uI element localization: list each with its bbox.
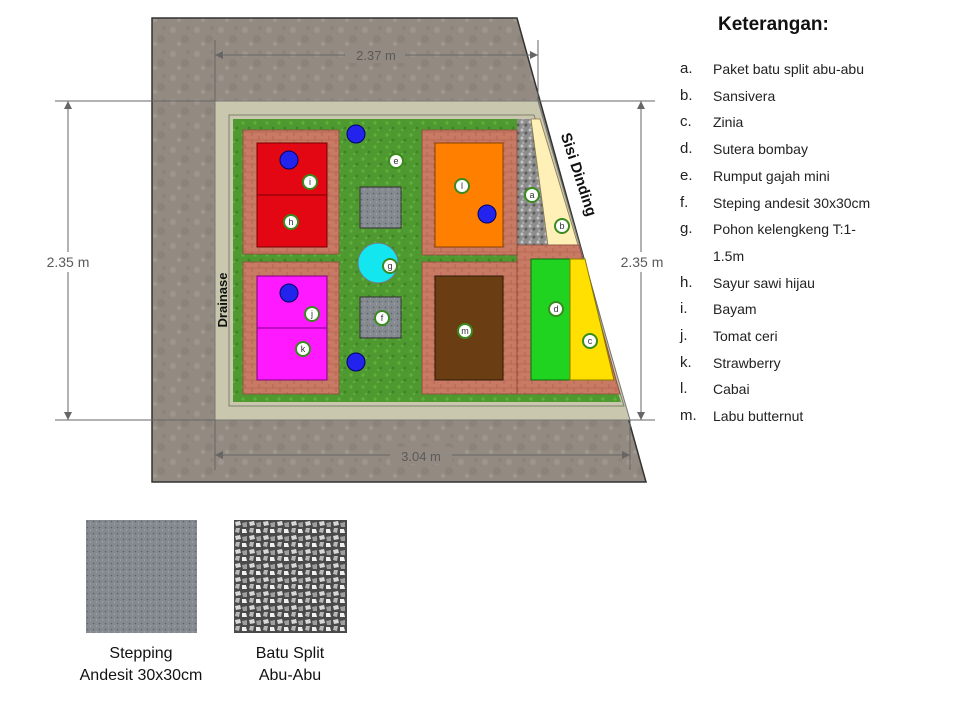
dimension-left: 2.35 m bbox=[47, 254, 90, 270]
svg-text:j: j bbox=[310, 309, 313, 319]
legend-item: b. Sansivera bbox=[680, 83, 950, 110]
marker-d: d bbox=[548, 301, 564, 317]
legend-item: i. Bayam bbox=[680, 296, 950, 323]
dimension-arrows bbox=[64, 51, 645, 459]
dimension-bottom: 3.04 m bbox=[401, 449, 441, 464]
sample-andesit-label: Stepping Andesit 30x30cm bbox=[79, 645, 203, 684]
marker-i: i bbox=[302, 174, 318, 190]
legend-list: a. Paket batu split abu-abu b. Sansivera c… bbox=[680, 56, 950, 430]
marker-a: a bbox=[524, 187, 540, 203]
legend-text: Sutera bombay bbox=[713, 141, 808, 158]
legend-item: c. Zinia bbox=[680, 109, 950, 136]
legend-item: l. Cabai bbox=[680, 376, 950, 403]
sample-split-label: Batu Split Abu-Abu bbox=[255, 645, 325, 684]
blue-plant-dot bbox=[477, 204, 497, 224]
bed-cabai bbox=[434, 142, 504, 248]
marker-f: f bbox=[374, 310, 390, 326]
blue-plant-dot bbox=[279, 283, 299, 303]
svg-text:i: i bbox=[309, 177, 311, 187]
legend-item: m. Labu butternut bbox=[680, 403, 950, 430]
legend-text: Sansivera bbox=[713, 87, 776, 104]
svg-text:e: e bbox=[393, 156, 398, 166]
svg-text:h: h bbox=[288, 217, 293, 227]
legend-item: k. Strawberry bbox=[680, 350, 950, 377]
svg-text:a: a bbox=[529, 190, 534, 200]
marker-m: m bbox=[457, 323, 473, 339]
legend: Keterangan: a. Paket batu split abu-abu b… bbox=[680, 14, 950, 430]
legend-key: f. bbox=[680, 193, 689, 211]
andesit-texture-image bbox=[85, 520, 197, 633]
svg-text:f: f bbox=[381, 313, 384, 323]
legend-key: j. bbox=[680, 327, 688, 345]
legend-key: k. bbox=[680, 353, 692, 371]
marker-h: h bbox=[283, 214, 299, 230]
plant-markers: a b c d e f g h i j k l m bbox=[283, 153, 598, 357]
legend-key: e. bbox=[680, 166, 693, 184]
legend-key: h. bbox=[680, 273, 693, 291]
sample-split: Batu Split Abu-Abu bbox=[230, 520, 350, 687]
split-stone-image bbox=[233, 520, 347, 633]
marker-g: g bbox=[382, 258, 398, 274]
svg-text:m: m bbox=[461, 326, 469, 336]
dimension-top: 2.37 m bbox=[356, 48, 396, 63]
legend-key: m. bbox=[680, 407, 697, 425]
frame-inner-line bbox=[228, 114, 625, 407]
legend-item: a. Paket batu split abu-abu bbox=[680, 56, 950, 83]
svg-text:l: l bbox=[461, 181, 463, 191]
legend-item: g. Pohon kelengkeng T:1-1.5m bbox=[680, 216, 950, 269]
marker-j: j bbox=[304, 306, 320, 322]
svg-text:k: k bbox=[301, 344, 306, 354]
legend-text: Tomat ceri bbox=[713, 328, 778, 345]
legend-key: d. bbox=[680, 140, 693, 158]
stepping-stone-top bbox=[359, 186, 402, 229]
svg-text:g: g bbox=[387, 261, 392, 271]
legend-item: h. Sayur sawi hijau bbox=[680, 270, 950, 297]
legend-key: c. bbox=[680, 113, 692, 131]
bed-zinia bbox=[569, 258, 615, 381]
marker-b: b bbox=[554, 218, 570, 234]
drainage-label: Drainase bbox=[215, 273, 230, 328]
legend-item: f. Steping andesit 30x30cm bbox=[680, 190, 950, 217]
legend-item: j. Tomat ceri bbox=[680, 323, 950, 350]
legend-item: e. Rumput gajah mini bbox=[680, 163, 950, 190]
legend-text: Strawberry bbox=[713, 354, 781, 371]
legend-key: b. bbox=[680, 86, 693, 104]
legend-key: i. bbox=[680, 300, 688, 318]
legend-text: Zinia bbox=[713, 114, 744, 131]
dimension-right: 2.35 m bbox=[621, 254, 664, 270]
svg-text:b: b bbox=[559, 221, 564, 231]
legend-text: Paket batu split abu-abu bbox=[713, 61, 864, 77]
bed-strawberry bbox=[256, 327, 328, 381]
bed-sutera-bombay bbox=[530, 258, 571, 381]
legend-text: Pohon kelengkeng T:1-1.5m bbox=[713, 221, 856, 264]
legend-key: g. bbox=[680, 220, 693, 238]
marker-l: l bbox=[454, 178, 470, 194]
gravel-strip bbox=[517, 119, 548, 245]
legend-key: a. bbox=[680, 60, 693, 77]
svg-text:c: c bbox=[588, 336, 593, 346]
legend-text: Labu butternut bbox=[713, 408, 804, 425]
legend-text: Sayur sawi hijau bbox=[713, 274, 815, 291]
blue-plant-dot bbox=[346, 352, 366, 372]
legend-text: Cabai bbox=[713, 381, 750, 398]
blue-plant-dot bbox=[346, 124, 366, 144]
marker-k: k bbox=[295, 341, 311, 357]
marker-c: c bbox=[582, 333, 598, 349]
legend-item: d. Sutera bombay bbox=[680, 136, 950, 163]
legend-title: Keterangan: bbox=[718, 14, 829, 35]
legend-text: Bayam bbox=[713, 301, 757, 318]
marker-e: e bbox=[388, 153, 404, 169]
sample-andesit: Stepping Andesit 30x30cm bbox=[66, 520, 216, 687]
legend-text: Rumput gajah mini bbox=[713, 167, 830, 184]
legend-key: l. bbox=[680, 380, 688, 398]
svg-text:d: d bbox=[553, 304, 558, 314]
blue-plant-dot bbox=[279, 150, 299, 170]
legend-text: Steping andesit 30x30cm bbox=[713, 194, 871, 211]
